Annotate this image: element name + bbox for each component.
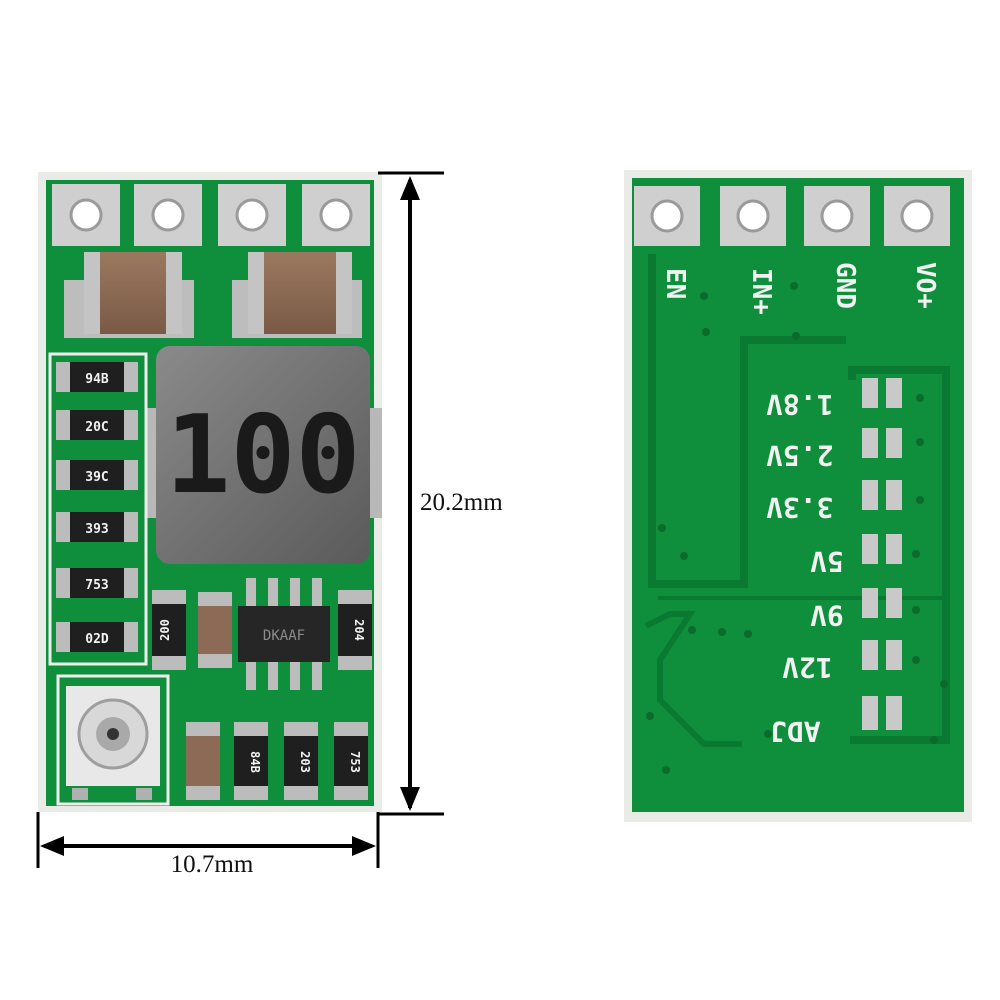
svg-text:5V: 5V [810, 545, 844, 578]
svg-text:1.8V: 1.8V [766, 388, 834, 421]
ic-chip: DKAAF [238, 578, 330, 690]
capacitor-small [186, 722, 220, 800]
svg-text:753: 753 [85, 578, 108, 593]
voltage-option-12v: 12V [782, 640, 902, 684]
voltage-option-5v: 5V [810, 534, 902, 578]
svg-text:94B: 94B [85, 372, 109, 387]
resistor: 84B [234, 722, 268, 800]
resistor: 203 [284, 722, 318, 800]
voltage-selector: 1.8V 2.5V 3.3V 5V 9V [766, 378, 902, 748]
voltage-option-adj: ADJ [770, 696, 902, 748]
svg-text:39C: 39C [85, 470, 108, 485]
back-pcb [632, 178, 964, 812]
voltage-option-1-8v: 1.8V [766, 378, 902, 421]
resistor-vertical: 200 [152, 590, 186, 670]
svg-text:20C: 20C [85, 420, 108, 435]
voltage-option-3-3v: 3.3V [766, 480, 902, 524]
svg-text:204: 204 [352, 619, 366, 641]
resistor-vertical-right: 204 [338, 590, 372, 670]
front-board: 100 94B 20C 39C 393 [38, 172, 382, 812]
vias [646, 282, 948, 774]
capacitor-right [232, 252, 362, 338]
trimmer-potentiometer [56, 674, 170, 806]
svg-text:3.3V: 3.3V [766, 491, 834, 524]
height-dimension: 20.2mm [378, 171, 503, 816]
resistor: 94B [56, 362, 138, 392]
resistor: 753 [56, 568, 138, 598]
front-header-pads [52, 184, 370, 246]
width-label: 10.7mm [171, 851, 254, 878]
resistor: 02D [56, 622, 138, 652]
resistor: 393 [56, 512, 138, 542]
height-label: 20.2mm [420, 489, 503, 516]
svg-text:393: 393 [85, 522, 108, 537]
voltage-option-9v: 9V [810, 588, 902, 632]
pin-label-gnd: GND [830, 262, 860, 309]
svg-text:9V: 9V [810, 599, 844, 632]
resistor: 20C [56, 410, 138, 440]
svg-text:12V: 12V [782, 651, 833, 684]
svg-text:200: 200 [158, 619, 172, 641]
pin-label-en: EN [660, 268, 690, 299]
capacitor-small [198, 592, 232, 668]
svg-text:753: 753 [348, 751, 362, 773]
capacitor-left [64, 252, 194, 338]
inductor-marking: 100 [165, 393, 360, 518]
svg-text:203: 203 [298, 751, 312, 773]
width-dimension: 10.7mm [36, 812, 380, 878]
svg-text:ADJ: ADJ [770, 715, 821, 748]
pin-label-vo: VO+ [910, 262, 940, 309]
pin-label-in: IN+ [746, 268, 776, 315]
resistor: 39C [56, 460, 138, 490]
resistor: 753 [334, 722, 368, 800]
left-resistor-column: 94B 20C 39C 393 753 [48, 352, 148, 666]
voltage-option-2-5v: 2.5V [766, 428, 902, 472]
pin-labels: EN IN+ GND VO+ [660, 262, 940, 315]
svg-text:84B: 84B [248, 751, 262, 773]
svg-text:2.5V: 2.5V [766, 439, 834, 472]
ic-marking: DKAAF [263, 628, 305, 644]
back-board: EN IN+ GND VO+ 1.8V 2.5V 3.3V 5 [624, 170, 972, 822]
inductor: 100 [146, 346, 382, 564]
bottom-resistor-row: 84B 203 753 [186, 722, 368, 800]
back-header-pads [634, 186, 950, 246]
svg-text:02D: 02D [85, 632, 109, 647]
